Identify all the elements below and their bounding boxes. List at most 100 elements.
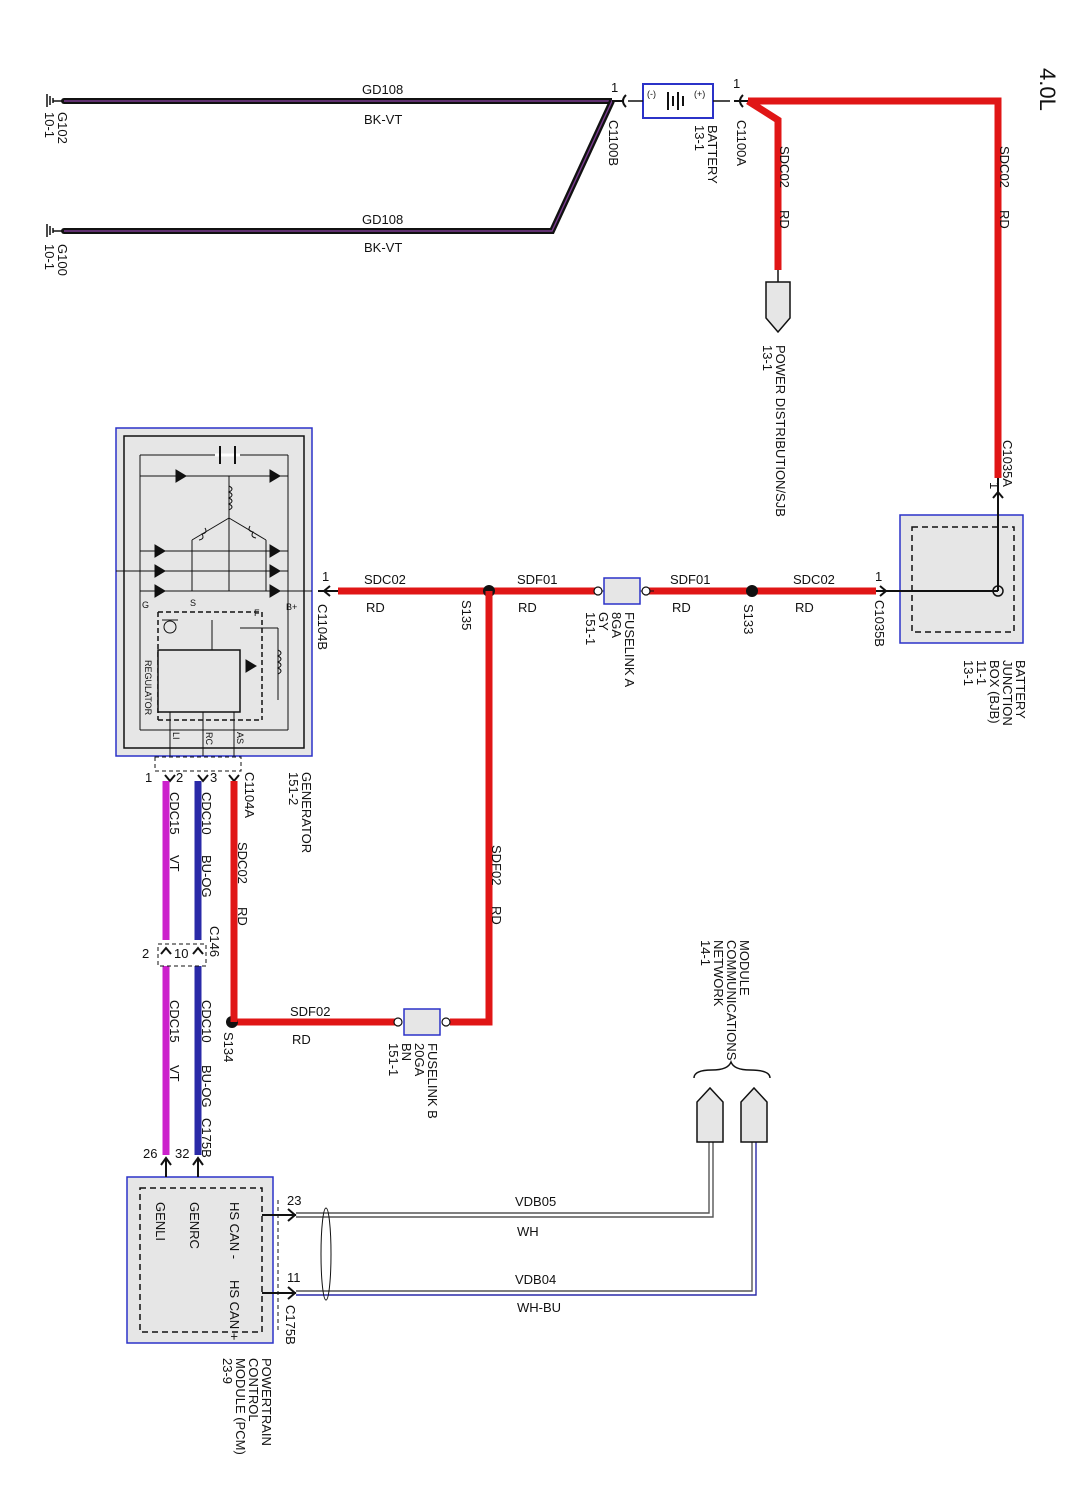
fuselink-color: BN <box>399 1043 414 1061</box>
brace-icon <box>693 1059 771 1079</box>
wire-circuit-label: VDB04 <box>515 1272 556 1287</box>
connector-label: C175B <box>283 1305 298 1345</box>
wire-color-label: RD <box>292 1032 311 1047</box>
gen-terminal-rc: RC <box>204 732 214 745</box>
gen-terminal-s: S <box>190 598 196 608</box>
network-name: MODULE <box>737 940 752 996</box>
wire-battery-to-power-distribution: SDC02 RD <box>746 98 792 282</box>
component-ref: 13-1 <box>760 345 775 371</box>
wire-color-label: WH-BU <box>517 1300 561 1315</box>
component-name: BATTERY <box>1013 660 1028 719</box>
pin-number: 3 <box>210 770 217 785</box>
fuselink-ref: 151-1 <box>386 1043 401 1076</box>
wire-color-label: RD <box>795 600 814 615</box>
can-wire-plus: VDB04 WH-BU <box>296 1142 757 1315</box>
fuselink-ref: 151-1 <box>583 612 598 645</box>
wire-color-label: VT <box>167 855 182 872</box>
gen-wire-as: SDC02 RD <box>230 781 250 1022</box>
wire-circuit-label: SDC02 <box>793 572 835 587</box>
connector-label: C1100A <box>734 120 749 166</box>
twisted-pair-icon <box>320 1207 332 1301</box>
wire-circuit-label: CDC10 <box>199 1000 214 1043</box>
gen-wire-rc: CDC10 BU-OG CDC10 BU-OG <box>194 781 214 1155</box>
connector-pin-23 <box>262 1208 297 1222</box>
battery: (-) (+) 1 1 C1100B BATTERY 13-1 C1100A <box>606 76 749 184</box>
wire-color-label: BK-VT <box>364 112 402 127</box>
network-ref: 14-1 <box>698 940 713 966</box>
generator: G S B+ F REGULATOR LI RC AS 1 C1104B 1 2… <box>115 427 338 853</box>
connector-label: C1100B <box>606 120 621 166</box>
pcm-pin-label: GENLI <box>153 1202 168 1241</box>
wire-circuit-label: SDF02 <box>489 845 504 885</box>
connector-c146: 10 2 C146 <box>142 926 222 967</box>
connector-c1104a <box>154 756 242 772</box>
splice-s133 <box>746 585 758 597</box>
pin-number: 2 <box>176 770 183 785</box>
connector-c1035a <box>992 478 1004 500</box>
connector-label: C1104B <box>315 604 330 650</box>
wire-color-label: BU-OG <box>199 1065 214 1108</box>
wire-color-label: WH <box>517 1224 539 1239</box>
gen-terminal-g: G <box>142 600 149 610</box>
page-reference-arrow-icon <box>740 1086 768 1143</box>
fuselink-name: FUSELINK B <box>425 1043 440 1119</box>
pin-number: 1 <box>145 770 152 785</box>
wire-circuit-label: SDC02 <box>364 572 406 587</box>
splice-label: S134 <box>221 1032 236 1062</box>
connector-label: C1035A <box>1000 440 1015 487</box>
battery-junction-box: C1035A 1 1 C1035B BATTERY JUNCTION BOX (… <box>872 440 1028 726</box>
component-name: CONTROL <box>246 1358 261 1422</box>
connector-c1035b <box>876 585 893 597</box>
component-ref: 11-1 <box>974 660 989 685</box>
wire-circuit-label: SDC02 <box>235 842 250 884</box>
gen-terminal-as: AS <box>235 732 245 744</box>
gen-terminal-f: F <box>254 608 260 618</box>
component-name: MODULE (PCM) <box>233 1358 248 1455</box>
connector-label: C1035B <box>872 600 887 647</box>
connector-label: C175B <box>199 1118 214 1158</box>
wire-color-label: RD <box>777 210 792 229</box>
gen-wire-li: CDC15 VT CDC15 VT <box>162 781 182 1155</box>
sense-feed: SDF02 RD FUSELINK B 20GA BN 151-1 SDF02 … <box>221 591 504 1119</box>
component-name: POWER DISTRIBUTION/SJB <box>773 345 788 517</box>
wire-circuit-label: CDC15 <box>167 792 182 835</box>
pin-number: 10 <box>174 946 188 961</box>
module-communications-network: MODULE COMMUNICATIONS NETWORK 14-1 <box>693 940 771 1143</box>
engine-title: 4.0L <box>1035 68 1060 111</box>
pin-number: 1 <box>611 80 618 95</box>
wire-circuit-label: CDC10 <box>199 792 214 835</box>
pcm-pin-label: HS CAN + <box>227 1280 242 1340</box>
pin-number: 1 <box>875 569 882 584</box>
pin-number: 1 <box>987 482 1002 489</box>
wire-color-label: RD <box>997 210 1012 229</box>
wire-circuit-label: SDF02 <box>290 1004 330 1019</box>
connector-c175b-rc <box>192 1156 204 1177</box>
network-name: COMMUNICATIONS <box>724 940 739 1061</box>
ground-id: G102 <box>55 112 70 144</box>
wire-circuit-label: GD108 <box>362 212 403 227</box>
component-ref: 23-9 <box>220 1358 235 1384</box>
wire-battery-to-bjb: SDC02 RD <box>748 97 1012 478</box>
wire-circuit-label: SDF01 <box>517 572 557 587</box>
wire-color-label: VT <box>167 1065 182 1082</box>
splice-label: S133 <box>741 604 756 634</box>
gen-terminal-b: B+ <box>286 602 297 612</box>
pin-number: 23 <box>287 1193 301 1208</box>
ground-id: G100 <box>55 244 70 276</box>
wire-color-label: RD <box>366 600 385 615</box>
component-name: POWERTRAIN <box>259 1358 274 1446</box>
wire-circuit-label: SDC02 <box>997 146 1012 188</box>
fuselink-name: FUSELINK A <box>622 612 637 687</box>
wire-color-label: RD <box>489 906 504 925</box>
battery-neg-symbol: (-) <box>647 89 656 99</box>
pcm-pin-label: GENRC <box>187 1202 202 1249</box>
connector-label: C146 <box>207 926 222 957</box>
can-wire-minus: VDB05 WH <box>296 1142 714 1239</box>
network-name: NETWORK <box>711 940 726 1007</box>
wire-color-label: BK-VT <box>364 240 402 255</box>
generator-internal-schematic-icon <box>116 446 312 756</box>
component-name: BATTERY <box>705 125 720 184</box>
wire-color-label: BU-OG <box>199 855 214 898</box>
component-name: GENERATOR <box>299 772 314 853</box>
